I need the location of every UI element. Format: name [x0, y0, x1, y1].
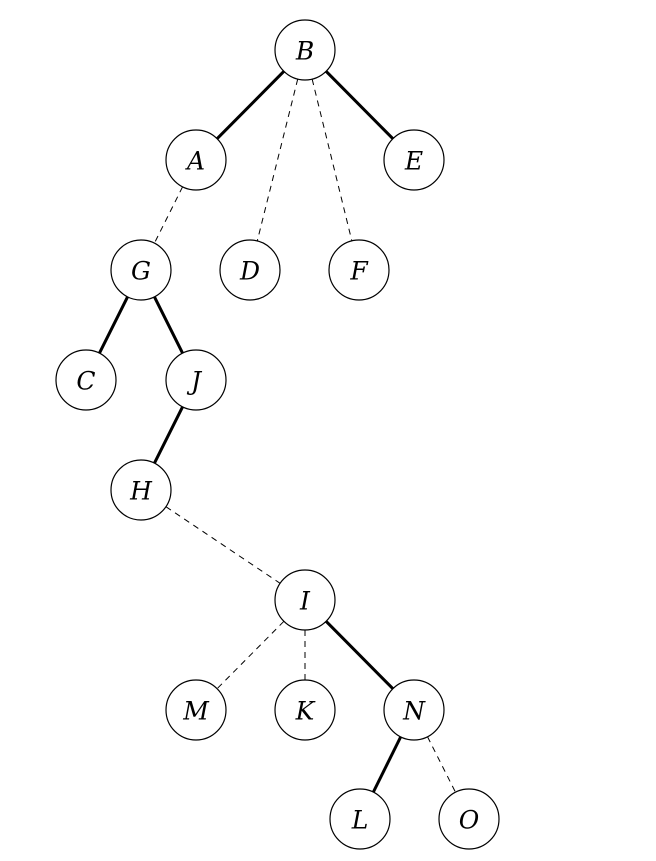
node-circle: [110, 459, 172, 521]
edge-b-d: [256, 78, 299, 242]
node-d: D: [219, 239, 281, 301]
node-label: C: [76, 367, 95, 396]
edge-h-i: [165, 506, 281, 584]
nodes-layer: B A E G D F C J H I M K N L O: [55, 19, 500, 850]
node-label: M: [182, 697, 210, 726]
node-label: G: [131, 257, 151, 286]
node-label: I: [299, 587, 311, 616]
node-circle: [165, 349, 227, 411]
node-circle: [438, 788, 500, 850]
edge-b-e: [325, 70, 394, 140]
node-o: O: [438, 788, 500, 850]
edge-a-g: [153, 186, 184, 244]
node-label: J: [186, 367, 203, 396]
node-circle: [383, 129, 445, 191]
edge-g-j: [153, 296, 184, 354]
edge-b-f: [311, 79, 353, 241]
node-circle: [110, 239, 172, 301]
node-circle: [165, 129, 227, 191]
node-circle: [329, 788, 391, 850]
node-c: C: [55, 349, 117, 411]
edges-layer: [98, 70, 456, 793]
node-label: B: [295, 37, 314, 66]
edge-g-c: [98, 296, 129, 354]
node-label: K: [295, 697, 316, 726]
node-b: B: [274, 19, 336, 81]
node-circle: [55, 349, 117, 411]
node-j: J: [165, 349, 227, 411]
node-h: H: [110, 459, 172, 521]
edge-j-h: [153, 406, 184, 464]
node-label: D: [239, 257, 260, 286]
node-label: O: [459, 806, 480, 835]
node-circle: [274, 19, 336, 81]
node-m: M: [165, 679, 227, 741]
node-circle: [274, 569, 336, 631]
node-a: A: [165, 129, 227, 191]
node-label: E: [404, 147, 423, 176]
node-label: N: [402, 697, 426, 726]
node-circle: [219, 239, 281, 301]
node-label: A: [185, 147, 205, 176]
node-circle: [274, 679, 336, 741]
edge-i-n: [325, 620, 394, 690]
node-label: F: [349, 257, 369, 286]
node-label: L: [351, 806, 369, 835]
node-circle: [383, 679, 445, 741]
node-i: I: [274, 569, 336, 631]
node-circle: [328, 239, 390, 301]
edge-b-a: [216, 70, 285, 140]
edge-n-l: [371, 736, 403, 793]
node-n: N: [383, 679, 445, 741]
node-k: K: [274, 679, 336, 741]
edge-i-m: [216, 620, 285, 690]
node-g: G: [110, 239, 172, 301]
node-circle: [165, 679, 227, 741]
node-e: E: [383, 129, 445, 191]
edge-n-o: [427, 736, 456, 793]
node-label: H: [129, 477, 153, 506]
node-f: F: [328, 239, 390, 301]
node-l: L: [329, 788, 391, 850]
